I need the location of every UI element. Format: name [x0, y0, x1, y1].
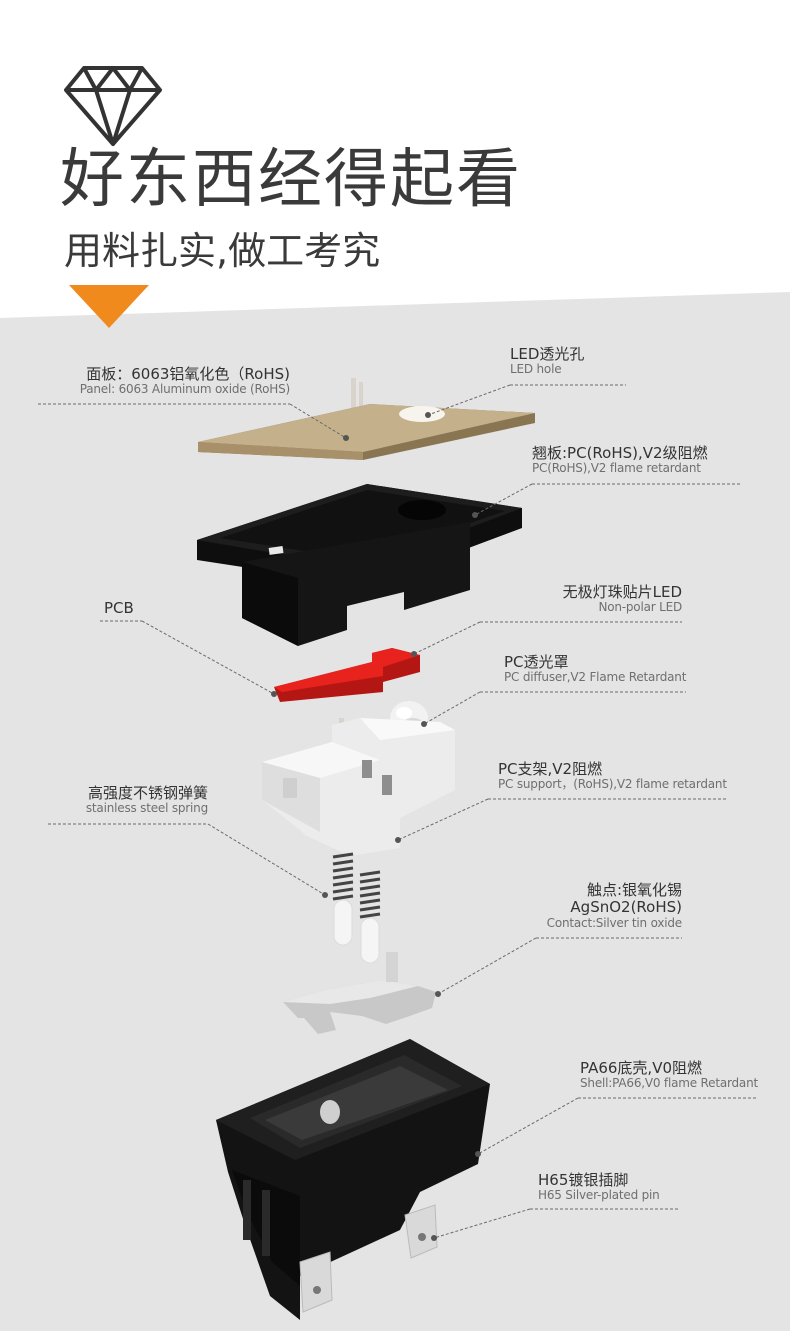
callout-led: 无极灯珠贴片LED Non-polar LED — [480, 583, 683, 615]
callout-diffuser-en: PC diffuser,V2 Flame Retardant — [504, 670, 687, 685]
pin-parts — [299, 1204, 438, 1313]
callout-panel-en: Panel: 6063 Aluminum oxide (RoHS) — [79, 382, 290, 397]
callout-contact-cn2: AgSnO2(RoHS) — [570, 898, 682, 917]
rocker-led-hole — [398, 500, 446, 520]
callout-rocker: 翘板:PC(RoHS),V2级阻燃 PC(RoHS),V2 flame reta… — [532, 444, 708, 476]
callout-panel-cn: 面板：6063铝氧化色（RoHS) — [86, 365, 290, 383]
callout-diffuser: PC透光罩 PC diffuser,V2 Flame Retardant — [504, 653, 687, 685]
callout-led-en: Non-polar LED — [598, 600, 682, 615]
page-subtitle: 用料扎实,做工考究 — [64, 229, 381, 273]
down-triangle-icon — [69, 285, 149, 328]
callout-spring-en: stainless steel spring — [85, 801, 208, 816]
panel-plate — [198, 404, 535, 460]
callout-spring: 高强度不锈钢弹簧 stainless steel spring — [48, 784, 208, 816]
callout-support-en: PC support，(RoHS),V2 flame retardant — [498, 777, 727, 792]
callout-pin: H65镀银插脚 H65 Silver-plated pin — [538, 1171, 660, 1203]
diamond-icon — [64, 66, 162, 146]
leader-dots — [271, 412, 481, 1241]
callout-shell-cn: PA66底壳,V0阻燃 — [580, 1059, 703, 1077]
callout-contact-cn1: 触点:银氧化锡 — [586, 881, 682, 899]
shell-hole — [320, 1100, 340, 1124]
pcb-part — [274, 648, 420, 702]
callout-pin-cn: H65镀银插脚 — [538, 1171, 629, 1189]
contact-part — [283, 952, 436, 1034]
callout-led-hole-en: LED hole — [510, 362, 562, 377]
callout-panel: 面板：6063铝氧化色（RoHS) Panel: 6063 Aluminum o… — [38, 365, 290, 397]
spring-parts — [332, 852, 381, 964]
callout-contact: 触点:银氧化锡 AgSnO2(RoHS) Contact:Silver tin … — [520, 881, 683, 930]
callout-led-cn: 无极灯珠贴片LED — [562, 583, 682, 601]
callout-support: PC支架,V2阻燃 PC support，(RoHS),V2 flame ret… — [498, 760, 727, 792]
support-part — [262, 718, 455, 856]
callout-contact-en: Contact:Silver tin oxide — [546, 915, 683, 930]
page-title: 好东西经得起看 — [60, 143, 522, 217]
callout-diffuser-cn: PC透光罩 — [504, 653, 569, 671]
callout-shell: PA66底壳,V0阻燃 Shell:PA66,V0 flame Retardan… — [580, 1059, 758, 1091]
callout-rocker-cn: 翘板:PC(RoHS),V2级阻燃 — [532, 444, 708, 462]
callout-led-hole-cn: LED透光孔 — [510, 345, 585, 363]
callout-pcb: PCB — [104, 599, 134, 617]
callout-pin-en: H65 Silver-plated pin — [538, 1188, 660, 1203]
callout-pcb-cn: PCB — [104, 599, 134, 617]
callout-rocker-en: PC(RoHS),V2 flame retardant — [532, 461, 701, 476]
callout-support-cn: PC支架,V2阻燃 — [498, 760, 603, 778]
callout-shell-en: Shell:PA66,V0 flame Retardant — [580, 1076, 758, 1091]
rocker-part — [197, 484, 522, 646]
shell-part — [216, 1039, 490, 1320]
callout-led-hole: LED透光孔 LED hole — [510, 345, 585, 377]
leader-lines — [38, 384, 756, 1239]
led-hole-opening — [399, 406, 445, 422]
callout-spring-cn: 高强度不锈钢弹簧 — [87, 784, 208, 802]
